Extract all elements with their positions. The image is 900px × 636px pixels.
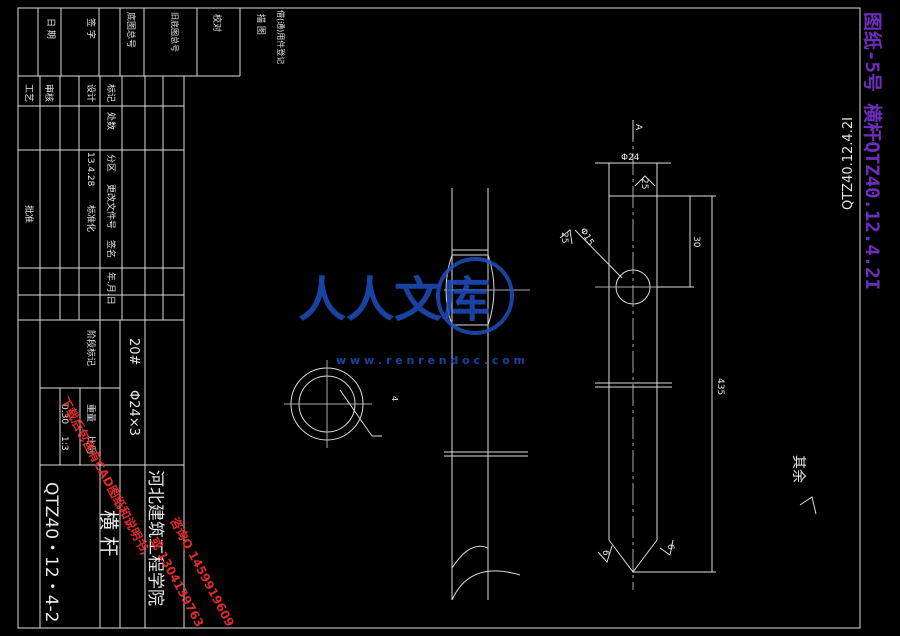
role-review: 审核 <box>43 84 55 102</box>
dim-hole-pos: 30 <box>691 236 701 248</box>
role-design: 设计 <box>85 84 97 102</box>
stage-mark-label: 阶段标记 <box>85 330 97 366</box>
section-view <box>284 360 382 448</box>
dim-length: 435 <box>715 378 725 395</box>
rough-tip-right: 6 <box>665 544 675 550</box>
title-block <box>18 8 241 628</box>
dim-thickness: 4 <box>390 396 399 401</box>
drawing-number: QTZ40・12・4-2 <box>41 482 61 622</box>
date-value: 13.4.28 <box>85 152 95 187</box>
approve-label: 批准 <box>23 205 35 223</box>
row-mark: 标记 <box>105 84 117 102</box>
row-change-doc: 更改文件号 <box>105 184 117 229</box>
scale-label: 比例 <box>85 436 97 454</box>
label-date-col: 日 期 <box>45 18 56 39</box>
row-sign: 签名 <box>105 240 117 258</box>
rest-note: 其余 <box>790 455 807 483</box>
label-base-no: 底图总号 <box>125 12 137 48</box>
label-old-base-no: 旧底图总号 <box>170 12 180 52</box>
label-sign-col: 签 字 <box>85 18 97 39</box>
dim-hole-dia: Φ15 <box>577 227 595 248</box>
label-borrow: 借(通)用件登记 <box>276 10 286 64</box>
watermark-brand: 人人文库 <box>298 272 490 328</box>
drawing-border <box>17 7 861 629</box>
role-process: 工艺 <box>23 84 34 102</box>
stock-size: Φ24×3 <box>126 390 141 436</box>
side-label-rotated: QTZ40.12.4.2I <box>841 117 856 210</box>
watermark-url: w w w . r e n r e n d o c . c o m <box>336 354 525 367</box>
row-zone: 分区 <box>105 154 116 172</box>
standardize-label: 标准化 <box>85 205 97 232</box>
weight-label: 重量 <box>85 404 97 422</box>
scale-value: 1:3 <box>59 436 69 450</box>
middle-bar-view <box>444 188 530 601</box>
part-name: 横 杆 <box>97 510 121 556</box>
rough-top: 25 <box>639 178 649 189</box>
row-count: 处数 <box>105 112 117 130</box>
rough-hole: 25 <box>559 232 569 243</box>
watermark: 人人文库 w w w . r e n r e n d o c . c o m <box>298 257 525 367</box>
side-label: 图纸-5号 横杆QTZ40.12.4.2I <box>861 12 884 290</box>
dim-width: Φ24 <box>621 153 640 163</box>
label-trace: 描 图 <box>255 14 267 35</box>
school-name: 河北建筑工程学院 <box>145 470 165 606</box>
section-marker: A <box>633 124 643 131</box>
weight-value: 0.30 <box>59 404 69 424</box>
material: 20# <box>126 338 141 365</box>
rough-tip-left: 6 <box>600 550 610 556</box>
main-bar-view <box>559 120 817 590</box>
label-check: 校对 <box>211 14 223 32</box>
row-ymd: 年.月.日 <box>105 272 117 305</box>
